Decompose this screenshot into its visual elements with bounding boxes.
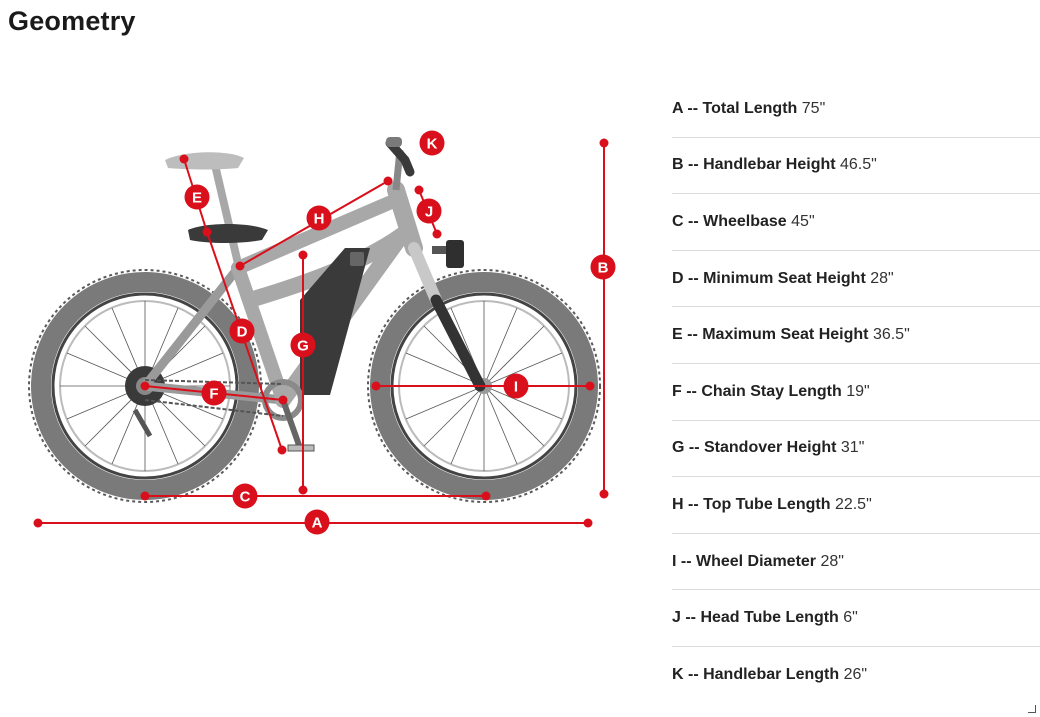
spec-value: 36.5": [872, 326, 910, 344]
badge-c: C: [232, 483, 258, 509]
svg-text:G: G: [297, 338, 309, 355]
spec-row-head-tube-length: J -- Head Tube Length 6": [672, 590, 1040, 647]
svg-text:E: E: [192, 190, 202, 207]
badge-j: J: [416, 198, 442, 224]
spec-label: C -- Wheelbase: [672, 212, 787, 230]
bike-frame: [140, 181, 486, 408]
measurement-endpoints: [33, 138, 609, 528]
svg-text:C: C: [240, 489, 251, 506]
badge-f: F: [201, 380, 227, 406]
svg-text:H: H: [314, 211, 325, 228]
battery: [300, 248, 370, 395]
spec-row-standover-height: G -- Standover Height 31": [672, 421, 1040, 478]
spec-label: D -- Minimum Seat Height: [672, 269, 866, 287]
spec-row-top-tube-length: H -- Top Tube Length 22.5": [672, 477, 1040, 534]
spec-value: 6": [843, 609, 858, 627]
badge-b: B: [590, 254, 616, 280]
spec-label: I -- Wheel Diameter: [672, 552, 817, 570]
svg-text:I: I: [514, 379, 518, 396]
svg-text:A: A: [312, 515, 323, 532]
spec-value: 28": [820, 552, 844, 570]
bike-illustration: [28, 137, 601, 503]
svg-text:K: K: [427, 136, 438, 153]
spec-label: F -- Chain Stay Length: [672, 382, 842, 400]
spec-row-handlebar-height: B -- Handlebar Height 46.5": [672, 138, 1040, 195]
spec-label: A -- Total Length: [672, 99, 798, 117]
spec-row-min-seat-height: D -- Minimum Seat Height 28": [672, 251, 1040, 308]
svg-text:F: F: [209, 386, 218, 403]
resize-handle-icon: [1028, 705, 1036, 713]
svg-text:J: J: [425, 204, 433, 221]
svg-text:D: D: [237, 324, 248, 341]
spec-value: 28": [870, 269, 894, 287]
badge-d: D: [229, 318, 255, 344]
spec-value: 19": [846, 382, 870, 400]
bike-geometry-diagram: A B C D E F G H I J K: [28, 130, 616, 535]
spec-row-chain-stay-length: F -- Chain Stay Length 19": [672, 364, 1040, 421]
spec-label: G -- Standover Height: [672, 439, 837, 457]
handlebar: [385, 137, 464, 268]
spec-value: 46.5": [840, 156, 877, 174]
spec-value: 75": [801, 99, 826, 117]
seats: [165, 152, 268, 273]
badge-a: A: [304, 509, 330, 535]
spec-value: 45": [791, 212, 815, 230]
spec-row-max-seat-height: E -- Maximum Seat Height 36.5": [672, 307, 1040, 364]
measurement-badges: A B C D E F G H I J K: [184, 130, 616, 535]
spec-label: B -- Handlebar Height: [672, 156, 836, 174]
spec-label: J -- Head Tube Length: [672, 609, 839, 627]
badge-k: K: [419, 130, 445, 156]
spec-row-total-length: A -- Total Length 75": [672, 81, 1040, 138]
spec-row-wheel-diameter: I -- Wheel Diameter 28": [672, 534, 1040, 591]
spec-label: H -- Top Tube Length: [672, 495, 831, 513]
svg-text:B: B: [598, 260, 609, 277]
geometry-spec-list: A -- Total Length 75" B -- Handlebar Hei…: [672, 81, 1040, 704]
spec-value: 31": [840, 439, 865, 457]
spec-row-wheelbase: C -- Wheelbase 45": [672, 194, 1040, 251]
spec-row-handlebar-length: K -- Handlebar Length 26": [672, 647, 1040, 704]
spec-label: E -- Maximum Seat Height: [672, 326, 869, 344]
badge-h: H: [306, 205, 332, 231]
spec-value: 26": [843, 666, 868, 684]
spec-label: K -- Handlebar Length: [672, 666, 840, 684]
badge-e: E: [184, 184, 210, 210]
badge-i: I: [503, 373, 529, 399]
badge-g: G: [290, 332, 316, 358]
spec-value: 22.5": [834, 495, 872, 513]
page-title: Geometry: [8, 6, 136, 36]
